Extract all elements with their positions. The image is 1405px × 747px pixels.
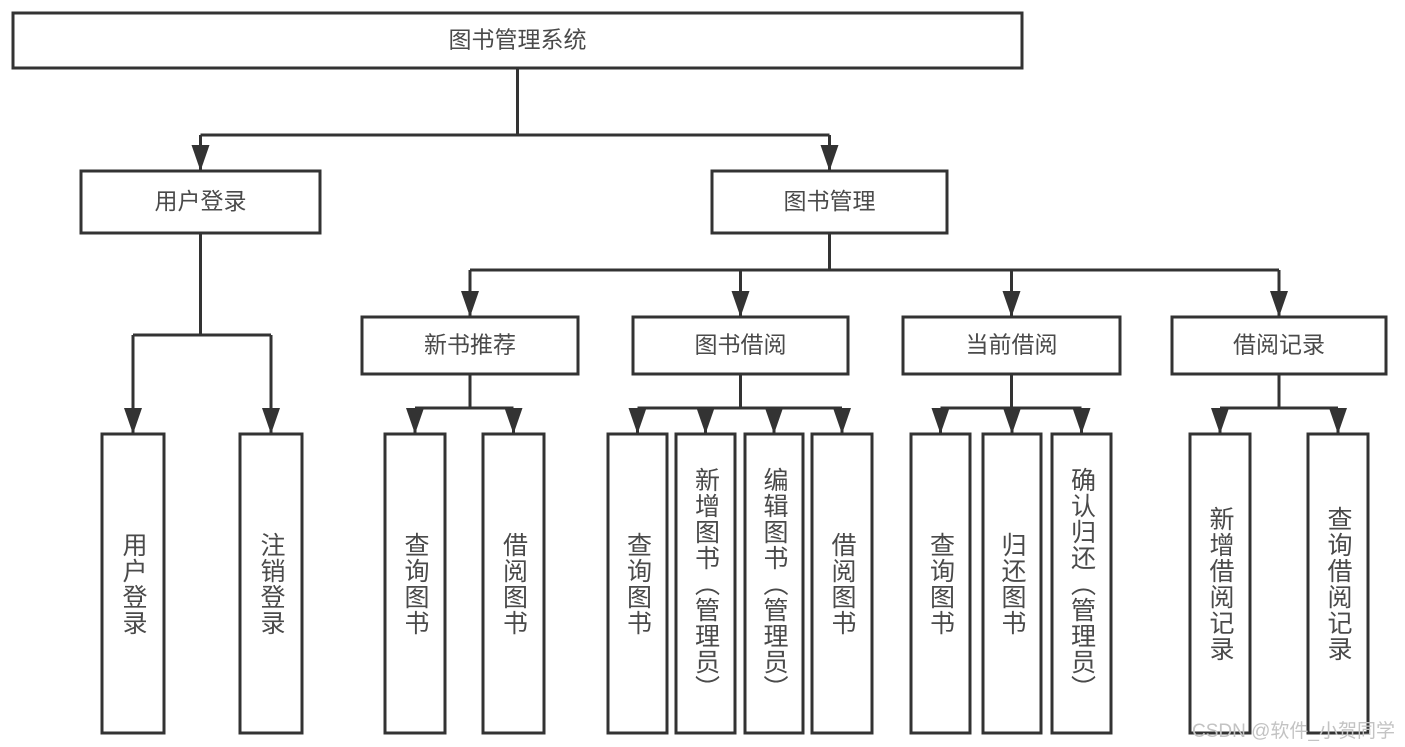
arrow-head-icon	[931, 408, 950, 434]
level2-0-label: 用户登录	[155, 188, 247, 214]
arrow-head-icon	[731, 291, 750, 317]
level3-1-box[interactable]	[631, 315, 850, 376]
arrow-head-icon	[1270, 291, 1288, 317]
level3-0-label: 新书推荐	[424, 332, 516, 358]
arrow-head-icon	[628, 408, 647, 434]
leaf-0-box[interactable]	[100, 432, 166, 735]
arrow-head-icon	[820, 145, 839, 171]
arrow-head-icon	[1002, 291, 1021, 317]
root-box[interactable]	[11, 11, 1024, 70]
arrow-head-icon	[1329, 408, 1347, 434]
arrow-head-icon	[765, 408, 783, 434]
leaf-6-box[interactable]	[743, 432, 805, 735]
level3-2-label: 当前借阅	[966, 332, 1058, 358]
arrow-head-icon	[124, 408, 142, 434]
leaf-1-box[interactable]	[238, 432, 304, 735]
leaf-2-box[interactable]	[383, 432, 447, 735]
arrow-head-icon	[461, 291, 479, 317]
level2-1-box[interactable]	[710, 169, 949, 235]
arrow-head-icon	[1072, 408, 1091, 434]
leaf-7-box[interactable]	[810, 432, 874, 735]
leaf-3-box[interactable]	[481, 432, 546, 735]
arrow-head-icon	[406, 408, 424, 434]
leaf-11-box[interactable]	[1188, 432, 1252, 735]
arrow-head-icon	[833, 408, 851, 434]
level3-3-box[interactable]	[1170, 315, 1388, 376]
leaf-5-box[interactable]	[674, 432, 737, 735]
leaf-9-box[interactable]	[981, 432, 1043, 735]
level2-1-label: 图书管理	[784, 188, 876, 214]
arrow-head-icon	[262, 408, 280, 434]
node-layer	[11, 11, 1388, 735]
leaf-12-box[interactable]	[1306, 432, 1370, 735]
level3-0-box[interactable]	[360, 315, 580, 376]
arrow-head-icon	[696, 408, 715, 434]
level3-3-label: 借阅记录	[1233, 332, 1325, 358]
leaf-8-box[interactable]	[909, 432, 972, 735]
arrow-head-icon	[1211, 408, 1229, 434]
connector-layer	[124, 68, 1347, 434]
level3-2-box[interactable]	[901, 315, 1122, 376]
level3-1-label: 图书借阅	[695, 332, 787, 358]
leaf-4-box[interactable]	[606, 432, 669, 735]
arrow-head-icon	[1003, 408, 1021, 434]
level2-0-box[interactable]	[79, 169, 322, 235]
leaf-10-box[interactable]	[1050, 432, 1113, 735]
root-label: 图书管理系统	[449, 27, 587, 53]
csdn-watermark: CSDN @软件_小贺同学	[1192, 721, 1395, 742]
arrow-head-icon	[504, 408, 523, 434]
arrow-head-icon	[191, 145, 210, 171]
